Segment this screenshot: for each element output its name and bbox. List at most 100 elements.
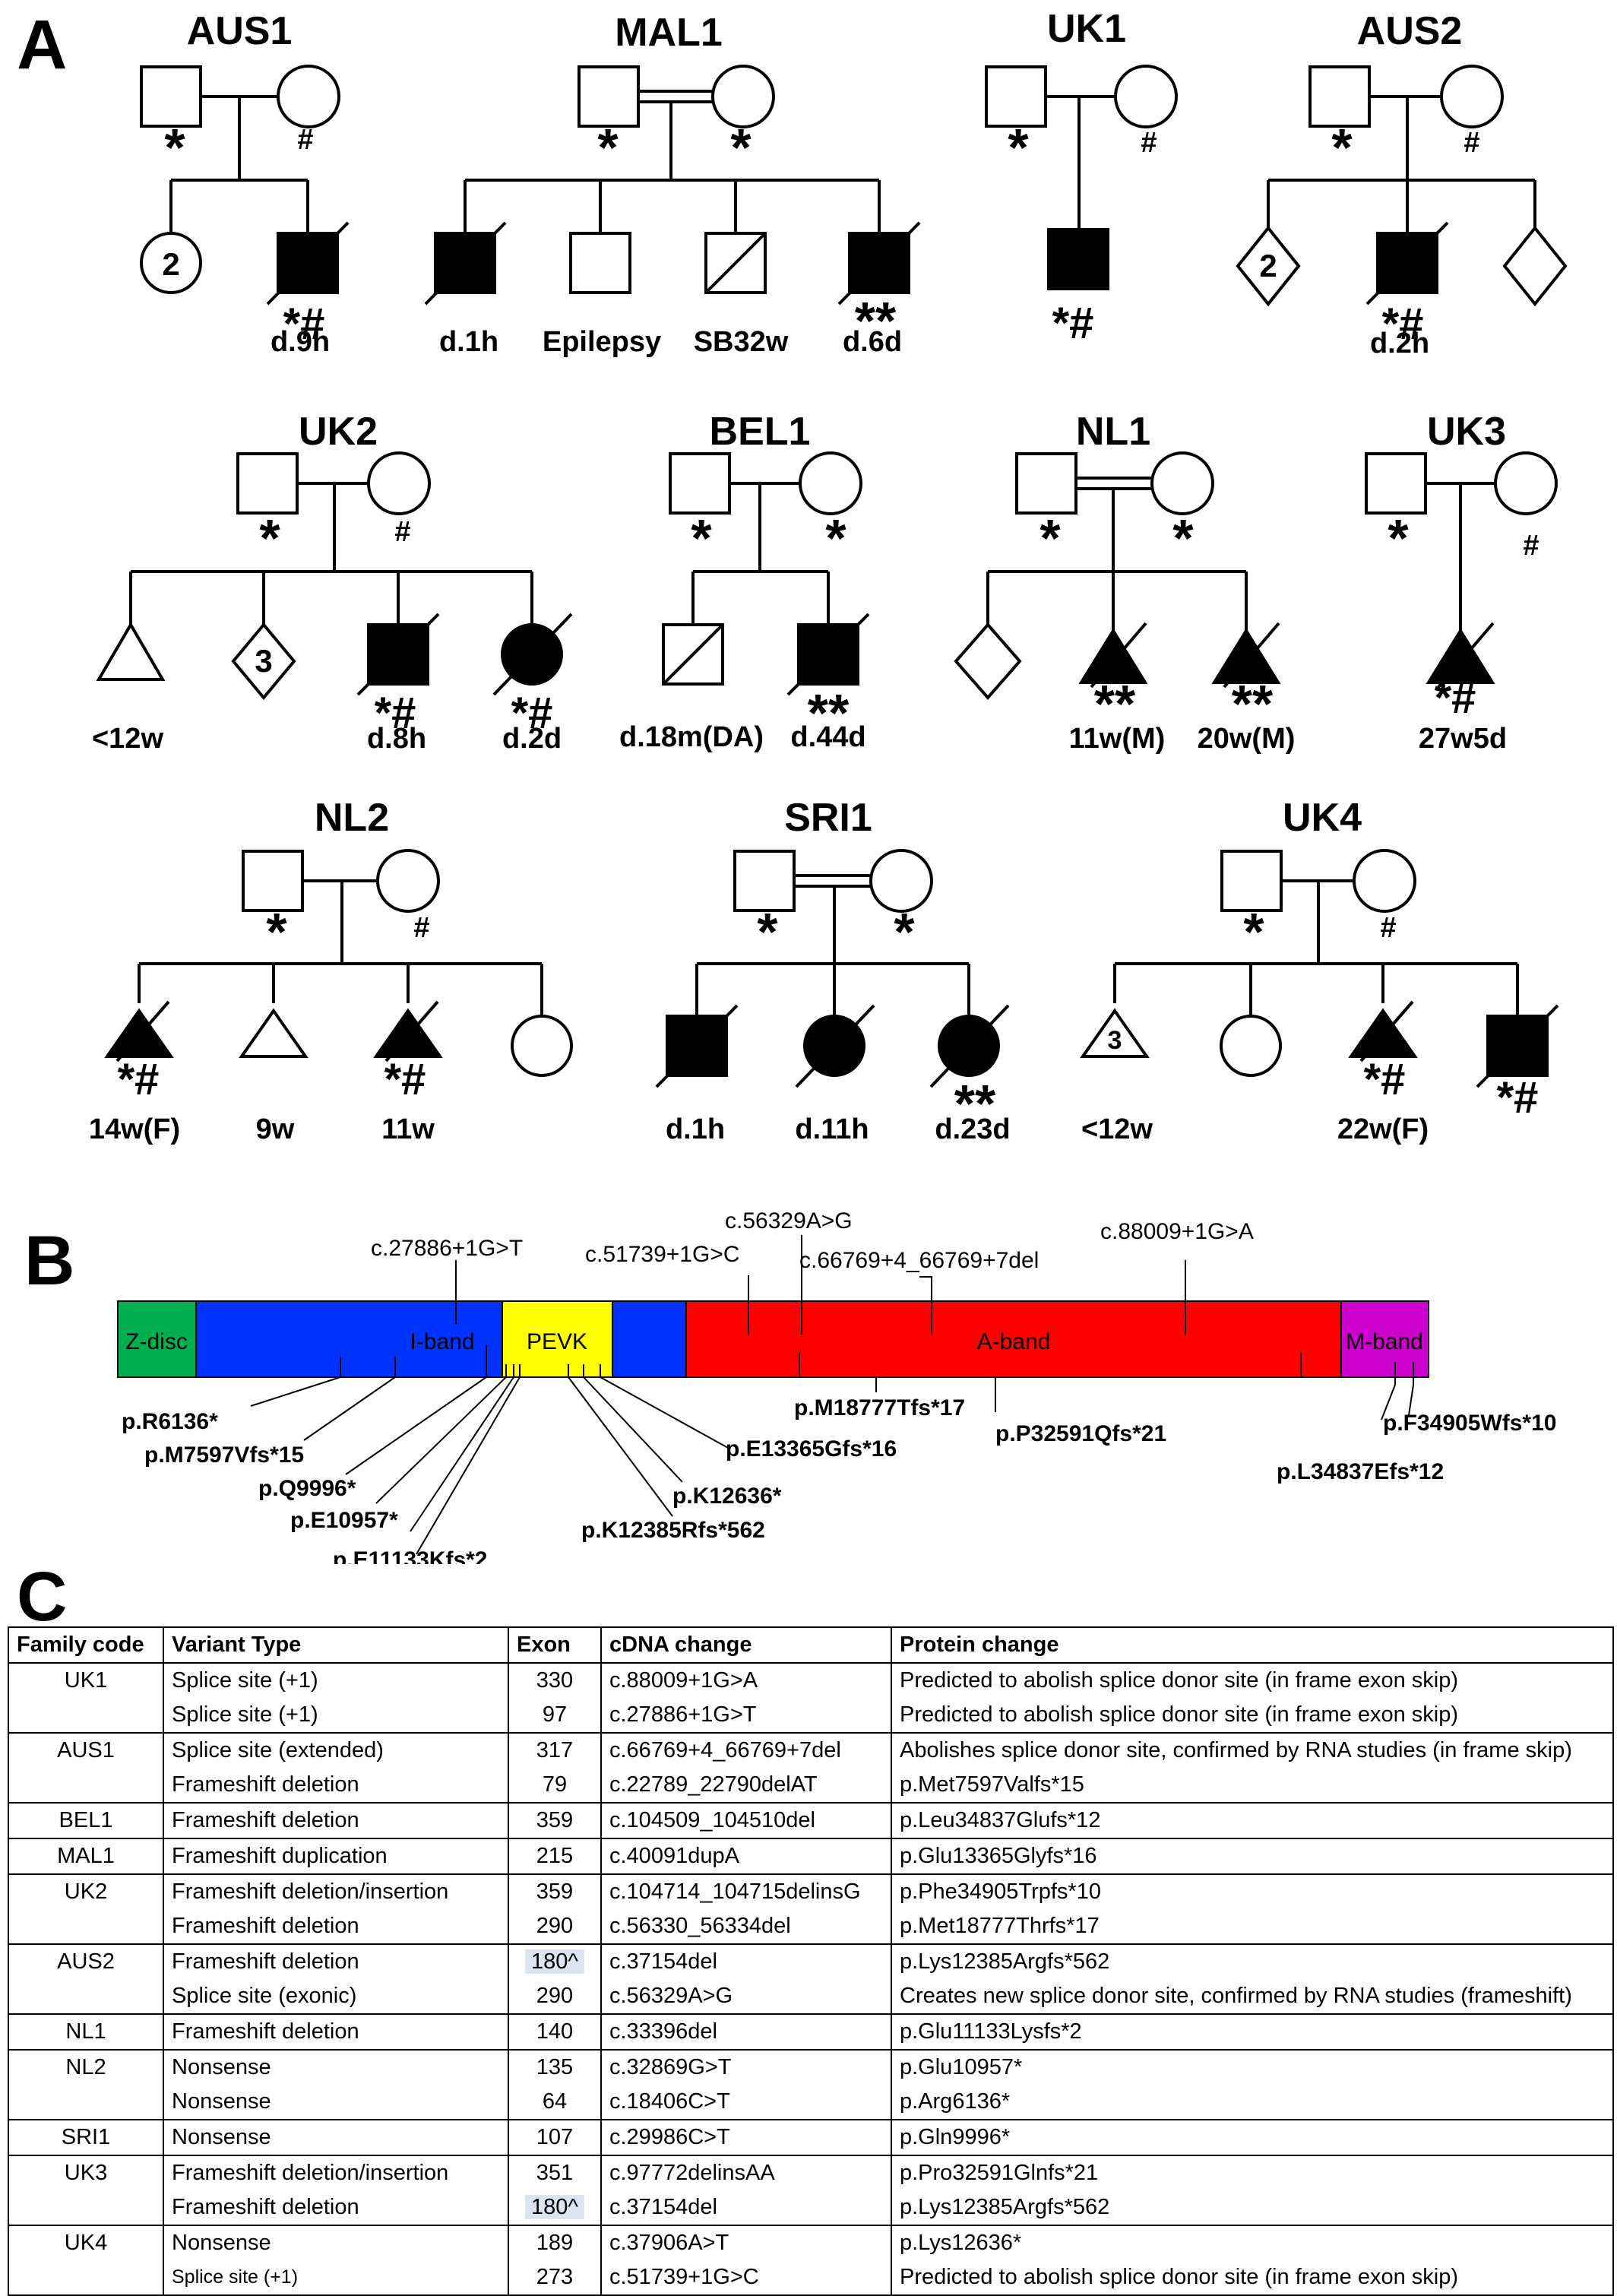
sibling-count: 2 (162, 246, 179, 282)
cdna-cell: c.27886+1G>T (600, 1698, 892, 1733)
variant-pe11133: p.E11133Kfs*2 (333, 1547, 487, 1564)
cdna-cell: c.88009+1G>A (600, 1662, 892, 1698)
variant-type-cell: Frameshift deletion/insertion (163, 2155, 509, 2190)
svg-text:**: ** (1094, 674, 1136, 733)
svg-text:#: # (394, 516, 410, 548)
cdna-cell: c.104509_104510del (600, 1802, 892, 1838)
cdna-cell: c.37154del (600, 2190, 892, 2225)
variant-type-cell: Frameshift deletion (163, 1802, 509, 1838)
svg-text:**: ** (1232, 674, 1274, 733)
svg-text:*#: *# (1052, 299, 1094, 348)
family-cell: NL2 (8, 2049, 164, 2085)
svg-text:d.11h: d.11h (795, 1113, 869, 1145)
svg-text:22w(F): 22w(F) (1337, 1113, 1429, 1145)
table-header-row: Family code Variant Type Exon cDNA chang… (8, 1626, 1614, 1664)
cdna-cell: c.104714_104715delinsG (600, 1873, 892, 1909)
variant-type-cell: Nonsense (163, 2049, 509, 2085)
exon-cell: 180^ (508, 2190, 602, 2225)
variant-pr6136: p.R6136* (122, 1409, 218, 1434)
variant-type-cell: Frameshift deletion (163, 2013, 509, 2050)
protein-cell: p.Lys12636* (891, 2225, 1614, 2260)
svg-text:14w(F): 14w(F) (89, 1113, 180, 1145)
svg-text:*#: *# (118, 1055, 160, 1104)
sibling-circle (140, 232, 202, 294)
exon-highlight: 180^ (525, 1949, 584, 1974)
svg-text:27w5d: 27w5d (1419, 723, 1507, 755)
label-a-band: A-band (977, 1329, 1051, 1354)
protein-cell: p.Lys12385Argfs*562 (891, 2190, 1614, 2225)
cdna-cell: c.97772delinsAA (600, 2155, 892, 2190)
pedigree-aus2: AUS2 2 * # *# d.2h (1236, 9, 1568, 359)
svg-text:*: * (1243, 902, 1264, 961)
svg-text:*: * (691, 508, 712, 568)
cdna-cell: c.51739+1G>C (600, 2260, 892, 2296)
svg-text:3: 3 (1108, 1026, 1122, 1055)
exon-cell: 330 (508, 1662, 602, 1698)
family-cell: AUS1 (8, 1732, 164, 1768)
label-pevk: PEVK (527, 1329, 587, 1354)
svg-text:*#: *# (1435, 673, 1476, 723)
svg-text:#: # (1523, 530, 1539, 562)
protein-cell: Predicted to abolish splice donor site (… (891, 2260, 1614, 2296)
protein-cell: p.Met18777Thrfs*17 (891, 1909, 1614, 1944)
svg-text:*: * (730, 118, 752, 177)
col-exon: Exon (508, 1626, 602, 1664)
exon-cell: 64 (508, 2085, 602, 2120)
variant-table: Family code Variant Type Exon cDNA chang… (8, 1626, 1614, 2296)
domain-i-band-2 (612, 1300, 687, 1378)
family-label-nl1: NL1 (1076, 410, 1150, 454)
variant-type-cell: Splice site (+1) (163, 1662, 509, 1698)
svg-text:*: * (1172, 508, 1194, 568)
exon-cell: 359 (508, 1873, 602, 1909)
unaffected-circle (1220, 1015, 1282, 1077)
svg-text:d.1h: d.1h (666, 1113, 725, 1145)
family-cell (8, 1909, 164, 1944)
family-cell: UK2 (8, 1873, 164, 1909)
variant-c56329: c.56329A>G (725, 1208, 853, 1234)
exon-cell: 140 (508, 2013, 602, 2050)
pedigree-bel1: BEL1 * * d.18m(DA) ** d.44d (619, 410, 870, 753)
mother-circle (277, 65, 340, 128)
svg-text:#: # (1464, 127, 1479, 159)
svg-text:*: * (1008, 118, 1029, 177)
exon-cell: 290 (508, 1979, 602, 2014)
family-cell (8, 2260, 164, 2296)
family-cell: UK4 (8, 2225, 164, 2260)
svg-text:11w: 11w (381, 1113, 435, 1145)
variant-pp32591: p.P32591Qfs*21 (995, 1421, 1166, 1446)
label-m-band: M-band (1346, 1329, 1423, 1354)
svg-text:d.1h: d.1h (439, 326, 498, 358)
family-label-nl2: NL2 (315, 796, 389, 840)
svg-text:*: * (259, 508, 280, 568)
pedigree-mal1: MAL1 * * d.1h Epilepsy SB32w ** d.6d (424, 11, 921, 358)
exon-highlight: 180^ (525, 2195, 584, 2219)
variant-type-cell: Splice site (extended) (163, 1732, 509, 1768)
variant-type-cell: Nonsense (163, 2225, 509, 2260)
panel-letter-c: C (17, 1558, 67, 1634)
svg-text:SB32w: SB32w (694, 326, 789, 358)
pedigree-aus1: AUS1 2 * # *# d.9h (140, 9, 350, 358)
protein-cell: p.Gln9996* (891, 2119, 1614, 2155)
affected-triangle-1 (1078, 628, 1148, 684)
unaffected-square (569, 232, 631, 294)
cdna-cell: c.66769+4_66769+7del (600, 1732, 892, 1768)
svg-text:**: ** (808, 683, 850, 743)
panel-letter-b: B (24, 1222, 74, 1300)
col-protein: Protein change (891, 1626, 1614, 1664)
svg-text:d.23d: d.23d (935, 1113, 1010, 1145)
svg-text:**: ** (954, 1074, 996, 1133)
exon-cell: 215 (508, 1838, 602, 1874)
panel-letter-a: A (17, 6, 67, 84)
svg-text:2: 2 (1259, 248, 1277, 283)
pedigree-uk4: UK4 3 * # <12w *# 22w(F) *# (1080, 796, 1559, 1145)
figure-panels-a-b: A B AUS1 2 * # *# d.9h MAL1 (17, 6, 1568, 1564)
